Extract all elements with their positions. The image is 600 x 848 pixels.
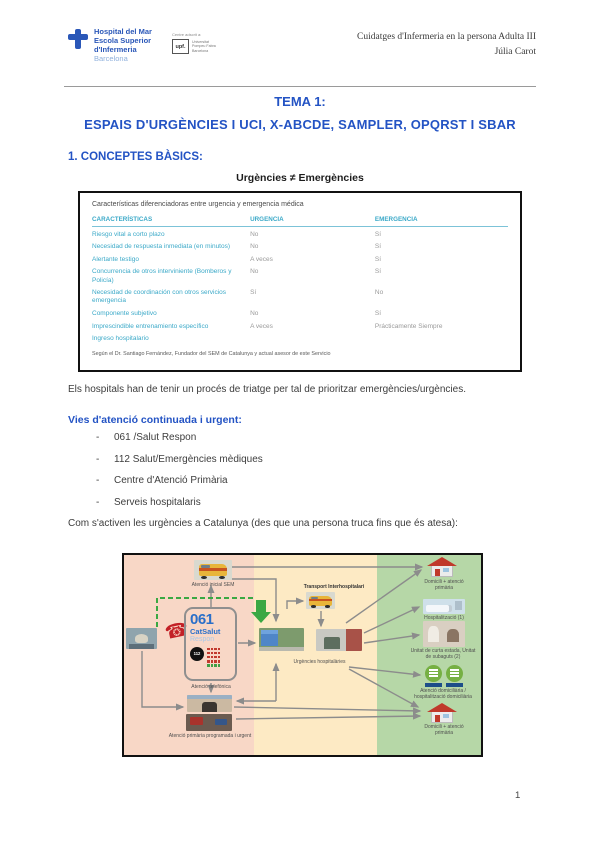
logo-line: Escola Superior	[94, 35, 152, 45]
zone-hospital-care	[254, 555, 377, 755]
table-row: Ingreso hospitalario	[92, 335, 149, 343]
logo-line: Hospital del Mar	[94, 27, 152, 36]
table-header-row: CARACTERÍSTICAS URGENCIA EMERGENCIA	[92, 214, 508, 227]
caption-domicili-top: Domicili + atenció primària	[424, 579, 464, 591]
house-icon	[427, 557, 457, 577]
paragraph-com-activen: Com s'activen les urgències a Catalunya …	[68, 518, 458, 529]
section-subtitle: Urgències ≠ Emergències	[236, 172, 364, 184]
header-divider	[64, 86, 536, 87]
comparison-table-figure: Características diferenciadoras entre ur…	[78, 191, 522, 372]
upf-affiliation-logo: Centre adscrit a: upf. Universitat Pompe…	[172, 32, 216, 54]
112-badge-icon: 112	[190, 646, 204, 661]
paragraph-triage: Els hospitals han de tenir un procés de …	[68, 384, 466, 395]
legend-squares-icon	[207, 647, 221, 667]
course-title: Cuidatges d'Infermeria en la persona Adu…	[357, 32, 536, 42]
upf-university-name: Universitat Pompeu Fabra Barcelona	[192, 40, 216, 53]
col-header-urgencia: URGENCIA	[250, 214, 375, 227]
emergency-room-photo	[316, 629, 362, 651]
table-caption: Características diferenciadoras entre ur…	[92, 201, 304, 208]
transport-ambulance-photo	[306, 592, 335, 609]
patient-photo	[126, 628, 157, 649]
caption-transport-interhospitalari: Transport Interhospitalari	[303, 584, 365, 590]
list-item: -Centre d'Atenció Primària	[96, 475, 228, 486]
col-header-emergencia: EMERGENCIA	[374, 214, 508, 227]
vies-list: -061 /Salut Respon -112 Salut/Emergèncie…	[96, 432, 263, 518]
list-item: -112 Salut/Emergències mèdiques	[96, 453, 263, 465]
logo-line: d'Infermeria	[94, 44, 137, 54]
table-row: Riesgo vital a corto plazo No Sí	[92, 230, 382, 238]
street-scene-photo	[186, 714, 232, 731]
affiliation-caption: Centre adscrit a:	[172, 32, 202, 37]
caption-atencio-telefonica: Atenció telefònica	[191, 684, 231, 690]
caption-hospitalitzacio: Hospitalització (1)	[424, 615, 464, 621]
table-row: Necesidad de respuesta inmediata (en min…	[92, 243, 382, 251]
hospital-bed-photo	[423, 599, 465, 614]
061-number: 061	[190, 611, 214, 628]
house-icon	[427, 703, 457, 723]
document-title: TEMA 1: ESPAIS D'URGÈNCIES I UCI, X-ABCD…	[0, 94, 600, 132]
ambulance-photo	[194, 560, 232, 580]
diagram-arrows	[141, 563, 424, 720]
table-footnote: Según el Dr. Santiago Fernández, Fundado…	[92, 351, 331, 358]
caption-atencio-primaria: Atenció primària programada i urgent	[168, 733, 252, 739]
table-row: Necesidad de coordinación con otros serv…	[92, 289, 384, 305]
title-line2: ESPAIS D'URGÈNCIES I UCI, X-ABCDE, SAMPL…	[84, 117, 516, 132]
section-heading: 1. CONCEPTES BÀSICS:	[68, 151, 203, 163]
table-row: Alertante testigo A veces Sí	[92, 255, 382, 263]
page-number: 1	[515, 790, 521, 801]
dashed-green-path	[156, 597, 271, 627]
title-line1: TEMA 1:	[274, 94, 326, 109]
caption-domicili-bottom: Domicili + atenció primària	[424, 724, 464, 736]
header-course-info: Cuidatges d'Infermeria en la persona Adu…	[357, 30, 536, 59]
primary-care-center-photo	[187, 695, 232, 712]
caption-unitat-curta-estada: Unitat de curta estada, Unitat de subagu…	[410, 648, 476, 660]
catsalut-061-box: 061 CatSalut Respon 112	[184, 607, 237, 681]
home-care-icon	[425, 665, 442, 687]
author-name: Júlia Carot	[494, 46, 536, 57]
list-item: -061 /Salut Respon	[96, 432, 197, 443]
home-hospitalization-icon	[446, 665, 463, 687]
respon-label: Respon	[190, 636, 215, 643]
caption-urgencies-hospitalaries: Urgències hospitalàries	[293, 659, 346, 665]
hospital-entrance-photo	[259, 628, 304, 651]
short-stay-unit-photo	[423, 621, 465, 647]
table-row: Componente subjetivo No Sí	[92, 309, 382, 317]
urgencies-flow-diagram: Atenció inicial SEM ☎ 061 CatSalut Respo…	[122, 553, 483, 757]
col-header-caracteristicas: CARACTERÍSTICAS	[92, 214, 251, 227]
hospital-cross-icon	[68, 28, 88, 50]
hospital-del-mar-logo: Hospital del Mar Escola Superior d'Infer…	[68, 27, 152, 63]
catsalut-label: CatSalut	[190, 627, 221, 636]
list-item: -Serveis hospitalaris	[96, 496, 201, 508]
caption-atencio-domiciliaria: Atenció domiciliària / hospitalització d…	[414, 688, 472, 700]
logo-city: Barcelona	[94, 53, 128, 63]
home-care-icons	[425, 665, 463, 687]
hospital-logo-text: Hospital del Mar Escola Superior d'Infer…	[94, 27, 152, 63]
comparison-table: CARACTERÍSTICAS URGENCIA EMERGENCIA Ries…	[92, 214, 508, 344]
caption-atencio-inicial: Atenció inicial SEM	[191, 582, 235, 588]
table-row: Imprescindible entrenamiento específico …	[92, 322, 443, 330]
vies-heading: Vies d'atenció continuada i urgent:	[68, 414, 242, 426]
table-row: Concurrencia de otros interviniente (Bom…	[92, 268, 382, 284]
upf-logo-icon: upf.	[172, 39, 189, 54]
green-block-arrow-icon	[251, 600, 271, 623]
